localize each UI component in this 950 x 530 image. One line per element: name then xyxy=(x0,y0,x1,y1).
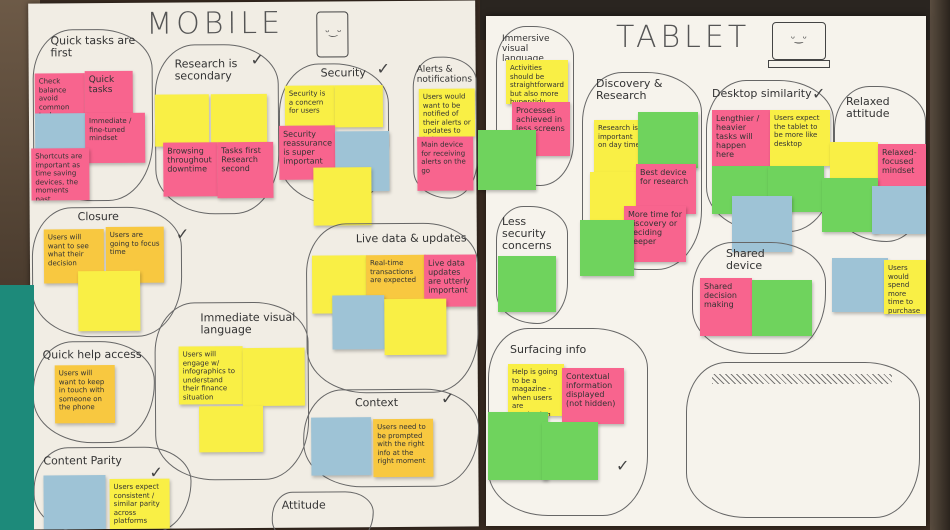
note-green-immersive xyxy=(478,130,536,190)
alerts-heading: Alerts & notifications xyxy=(416,64,473,85)
quick-help-heading: Quick help access xyxy=(42,347,142,362)
note-yellow-security-2 xyxy=(313,167,372,226)
note-green-security xyxy=(498,256,556,312)
note-blue-relaxed-2 xyxy=(832,258,888,312)
note-green-relaxed xyxy=(822,178,878,232)
immersive-heading: Immersive visual language xyxy=(502,34,550,64)
check-mark-icon: ✓ xyxy=(250,49,265,70)
note-yellow-security xyxy=(334,85,384,128)
note-tasks-first: Tasks first Research second xyxy=(217,141,274,199)
check-mark-icon: ✓ xyxy=(376,59,391,79)
discovery-heading: Discovery & Research xyxy=(596,77,663,102)
note-parity: Users expect consistent / similar parity… xyxy=(109,478,170,530)
note-main-device: Main device for receiving alerts on the … xyxy=(417,136,474,191)
note-check-balance: Check balance avoid common task xyxy=(34,73,85,116)
note-infographics: Users will engage w/ infographics to und… xyxy=(178,346,243,405)
note-green-discovery xyxy=(638,112,698,168)
relaxed-heading: Relaxed attitude xyxy=(846,95,890,120)
mobile-board: MOBILE ᵕ‿ᵕ Quick tasks are first Check b… xyxy=(28,0,480,530)
note-green-discovery-2 xyxy=(580,220,634,276)
security-heading: Security xyxy=(320,66,366,80)
green-folder-edge xyxy=(0,285,34,530)
note-blue-context xyxy=(311,417,372,476)
note-quick-help: Users will want to keep in touch with so… xyxy=(54,364,116,424)
note-yellow-research-2 xyxy=(210,93,268,147)
less-security-heading: Less security concerns xyxy=(502,215,552,252)
scribble-strikethrough xyxy=(712,374,892,384)
note-relaxed-mindset: Relaxed-focused mindset xyxy=(878,144,926,192)
check-mark-icon: ✓ xyxy=(440,388,455,408)
note-yellow-visual xyxy=(242,347,305,407)
empty-cluster xyxy=(686,362,920,518)
shared-device-cluster xyxy=(692,242,826,354)
immediate-visual-heading: Immediate visual language xyxy=(200,310,296,337)
note-quick-tasks: Quick tasks xyxy=(84,70,133,116)
note-green-shared xyxy=(752,280,812,336)
note-prompted: Users need to be prompted with the right… xyxy=(373,418,434,478)
check-mark-icon: ✓ xyxy=(175,224,190,244)
note-best-device: Best device for research xyxy=(636,164,696,214)
attitude-heading: Attitude xyxy=(281,498,326,512)
quick-tasks-heading: Quick tasks are first xyxy=(50,33,136,60)
content-parity-heading: Content Parity xyxy=(43,453,122,468)
note-green-surfacing xyxy=(488,412,548,480)
note-users-spend-time: Users would spend more time to purchase … xyxy=(884,260,926,314)
mobile-title: MOBILE xyxy=(146,5,285,42)
wall-right xyxy=(930,0,950,530)
shared-device-heading: Shared device xyxy=(726,247,765,272)
closure-heading: Closure xyxy=(77,209,119,224)
less-security-cluster xyxy=(496,206,568,324)
note-help-going: Help is going to be a magazine - when us… xyxy=(508,364,564,416)
note-activities: Activities should be straightforward but… xyxy=(506,60,568,104)
note-green-surfacing-2 xyxy=(542,422,598,480)
sofa-doodle-icon xyxy=(768,60,830,68)
note-lengthier: Lengthier / heavier tasks will happen he… xyxy=(712,110,770,166)
note-yellow-live-2 xyxy=(384,298,447,356)
discovery-cluster xyxy=(582,72,702,270)
context-heading: Context xyxy=(354,395,399,410)
note-yellow-closure xyxy=(78,270,141,332)
tablet-title: TABLET xyxy=(616,20,751,55)
desktop-similarity-heading: Desktop similarity xyxy=(712,87,812,100)
live-data-heading: Live data & updates xyxy=(355,231,467,246)
note-blue-quick xyxy=(34,113,88,150)
note-immediate-mindset: Immediate / fine-tuned mindset xyxy=(84,112,146,164)
note-blue-relaxed xyxy=(872,186,926,234)
surfacing-info-heading: Surfacing info xyxy=(510,343,587,356)
note-alerts-notified: Users would want to be notified of their… xyxy=(418,88,476,137)
check-mark-icon: ✓ xyxy=(616,456,630,475)
note-security-concern: Security is a concern for users xyxy=(284,85,336,126)
note-more-time: More time for discovery or deciding deep… xyxy=(624,206,686,262)
check-mark-icon: ✓ xyxy=(812,84,826,103)
tablet-board: TABLET ᵕ‿ᵕ Immersive visual language Act… xyxy=(478,16,926,526)
note-shortcuts: Shortcuts are important as time saving d… xyxy=(31,148,90,201)
note-users-expect-tablet: Users expect the tablet to be more like … xyxy=(770,110,830,166)
note-blue-live xyxy=(332,295,385,350)
note-contextual: Contextual information displayed (not hi… xyxy=(562,368,624,424)
note-yellow-visual-2 xyxy=(198,405,264,453)
note-blue-parity xyxy=(43,475,106,530)
tablet-doodle-icon: ᵕ‿ᵕ xyxy=(772,22,826,60)
note-research-important: Research is important on day time xyxy=(594,120,644,172)
note-browsing: Browsing throughout downtime xyxy=(163,142,218,197)
phone-doodle-icon: ᵕ‿ᵕ xyxy=(316,11,349,58)
note-shared-decision: Shared decision making xyxy=(700,278,752,336)
note-yellow-research-1 xyxy=(154,94,210,147)
